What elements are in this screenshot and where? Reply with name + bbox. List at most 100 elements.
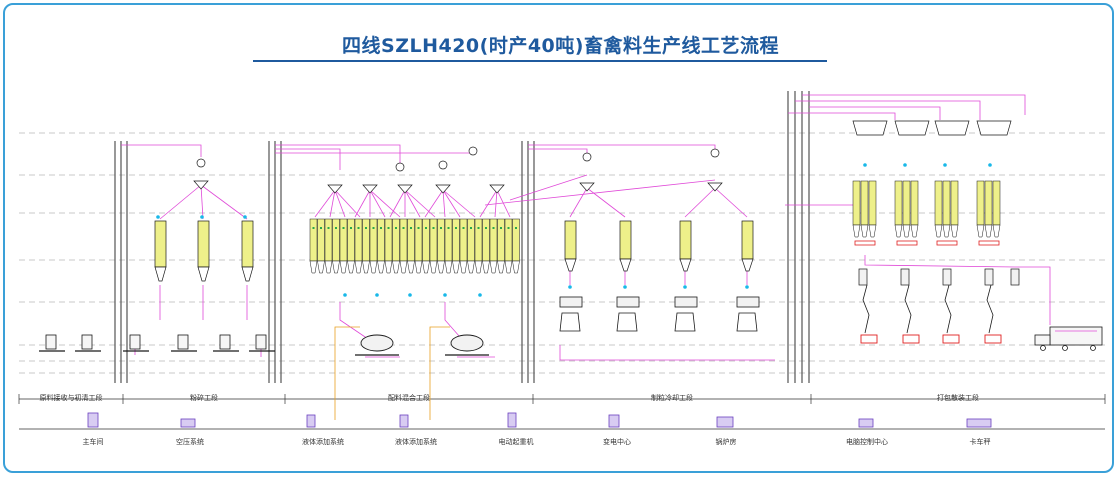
batch-bin-hopper-17 xyxy=(437,260,445,274)
stage-label-pack: 打包散装工段 xyxy=(937,394,979,402)
pellet-bin-hopper-3 xyxy=(741,258,754,272)
batch-bin-hopper-25 xyxy=(497,260,505,274)
batch-bin-hopper-15 xyxy=(422,260,430,274)
fan-4 xyxy=(582,152,592,162)
batch-bin-indicator-2 xyxy=(327,227,330,229)
title-underline xyxy=(253,60,827,62)
batch-bin-indicator-14 xyxy=(417,227,420,229)
cyan-marker-14 xyxy=(943,163,947,167)
cyan-marker-7 xyxy=(478,293,482,297)
packer-4 xyxy=(1010,268,1020,286)
fan-1 xyxy=(395,162,405,172)
vertical-elevators xyxy=(114,91,810,383)
facility-label-control: 电脑控制中心 xyxy=(846,438,888,446)
batch-bin-indicator-10 xyxy=(387,227,390,229)
distributor-3 xyxy=(397,184,413,194)
batch-bin-hopper-21 xyxy=(467,260,475,274)
material-pipes xyxy=(121,94,1051,361)
pack-cyclone-2 xyxy=(934,120,970,136)
batch-bin-hopper-20 xyxy=(459,260,468,274)
stage-label-grind: 粉碎工段 xyxy=(190,394,218,402)
pack-cyclone-1 xyxy=(894,120,930,136)
batch-bin-hopper-0 xyxy=(309,260,318,274)
batch-bin-hopper-8 xyxy=(369,260,378,274)
batch-bin-indicator-1 xyxy=(320,227,322,229)
batch-bin-indicator-3 xyxy=(335,227,337,229)
cooler-3 xyxy=(736,312,758,332)
batch-bin-hopper-23 xyxy=(482,260,490,274)
facility-label-air: 空压系统 xyxy=(176,438,204,446)
batch-bin-hopper-6 xyxy=(354,260,363,274)
batch-bin-indicator-5 xyxy=(350,227,352,229)
cyan-marker-13 xyxy=(903,163,907,167)
pack-conveyor-1 xyxy=(904,284,912,334)
batch-bin-indicator-26 xyxy=(507,227,510,229)
facility-label-workshop: 主车间 xyxy=(82,438,104,446)
pack-bin-hopper-3-0 xyxy=(976,224,985,238)
mill-5 xyxy=(81,334,93,350)
pellet-mill-2 xyxy=(674,296,698,308)
pack-scale-0 xyxy=(854,240,876,246)
pellet-mill-0 xyxy=(559,296,583,308)
pellet-bin-hopper-0 xyxy=(564,258,577,272)
pack-cyclone-0 xyxy=(852,120,888,136)
batch-bin-indicator-9 xyxy=(380,227,382,229)
mill-3 xyxy=(255,334,267,350)
cyan-marker-1 xyxy=(200,215,204,219)
stage-label-batch: 配料混合工段 xyxy=(388,394,430,402)
stage-label-receive: 原料接收与初清工段 xyxy=(39,394,103,402)
batch-bin-indicator-20 xyxy=(462,227,465,229)
cyan-marker-11 xyxy=(745,285,749,289)
packer-3 xyxy=(984,268,994,286)
batch-bin-hopper-12 xyxy=(399,260,408,274)
facility-label-truck: 卡车秤 xyxy=(969,438,991,446)
fan-0 xyxy=(196,158,206,168)
mill-0 xyxy=(129,334,141,350)
packer-0 xyxy=(858,268,868,286)
workshop-icon xyxy=(87,412,99,428)
batch-bin-indicator-16 xyxy=(432,227,435,229)
liquid-pipes xyxy=(334,326,450,420)
pack-cyclone-3 xyxy=(976,120,1012,136)
batch-bin-indicator-19 xyxy=(455,227,457,229)
cyan-marker-10 xyxy=(683,285,687,289)
pack-bin-hopper-1-1 xyxy=(902,224,911,238)
crane-icon xyxy=(507,412,517,428)
pack-bin-hopper-0-2 xyxy=(868,224,877,238)
pack-chute-1 xyxy=(902,334,920,344)
distributor-0 xyxy=(193,180,209,190)
pack-bin-hopper-1-2 xyxy=(910,224,919,238)
facility-label-crane: 电动起重机 xyxy=(498,438,534,446)
pack-bin-hopper-2-2 xyxy=(950,224,959,238)
cyan-marker-8 xyxy=(568,285,572,289)
facility-label-boiler: 锅炉房 xyxy=(715,438,737,446)
bulk-truck xyxy=(1034,326,1103,351)
batch-bin-indicator-25 xyxy=(500,227,502,229)
pack-bin-hopper-2-0 xyxy=(934,224,943,238)
batch-bin-hopper-13 xyxy=(407,260,415,274)
batch-bin-hopper-16 xyxy=(429,260,438,274)
pack-conveyor-3 xyxy=(986,284,994,334)
pack-scale-3 xyxy=(978,240,1000,246)
grind-bin-hopper-2 xyxy=(241,266,254,282)
cyan-marker-15 xyxy=(988,163,992,167)
cyan-marker-2 xyxy=(243,215,247,219)
fan-3 xyxy=(468,146,478,156)
batch-bin-indicator-18 xyxy=(447,227,450,229)
cyan-marker-12 xyxy=(863,163,867,167)
pack-scale-2 xyxy=(936,240,958,246)
pellet-bin-hopper-1 xyxy=(619,258,632,272)
batch-bin-hopper-24 xyxy=(489,260,498,274)
diagram-title: 四线SZLH420(时产40吨)畜禽料生产线工艺流程 xyxy=(342,35,779,57)
distributor-4 xyxy=(435,184,451,194)
batch-bin-indicator-12 xyxy=(402,227,405,229)
batch-bin-indicator-24 xyxy=(492,227,495,229)
pack-chute-0 xyxy=(860,334,878,344)
pellet-bin-hopper-2 xyxy=(679,258,692,272)
batch-bin-hopper-7 xyxy=(362,260,370,274)
pack-scale-1 xyxy=(896,240,918,246)
batch-bin-hopper-22 xyxy=(474,260,483,274)
pack-chute-3 xyxy=(984,334,1002,344)
mill-4 xyxy=(45,334,57,350)
mixer-1 xyxy=(450,334,484,352)
